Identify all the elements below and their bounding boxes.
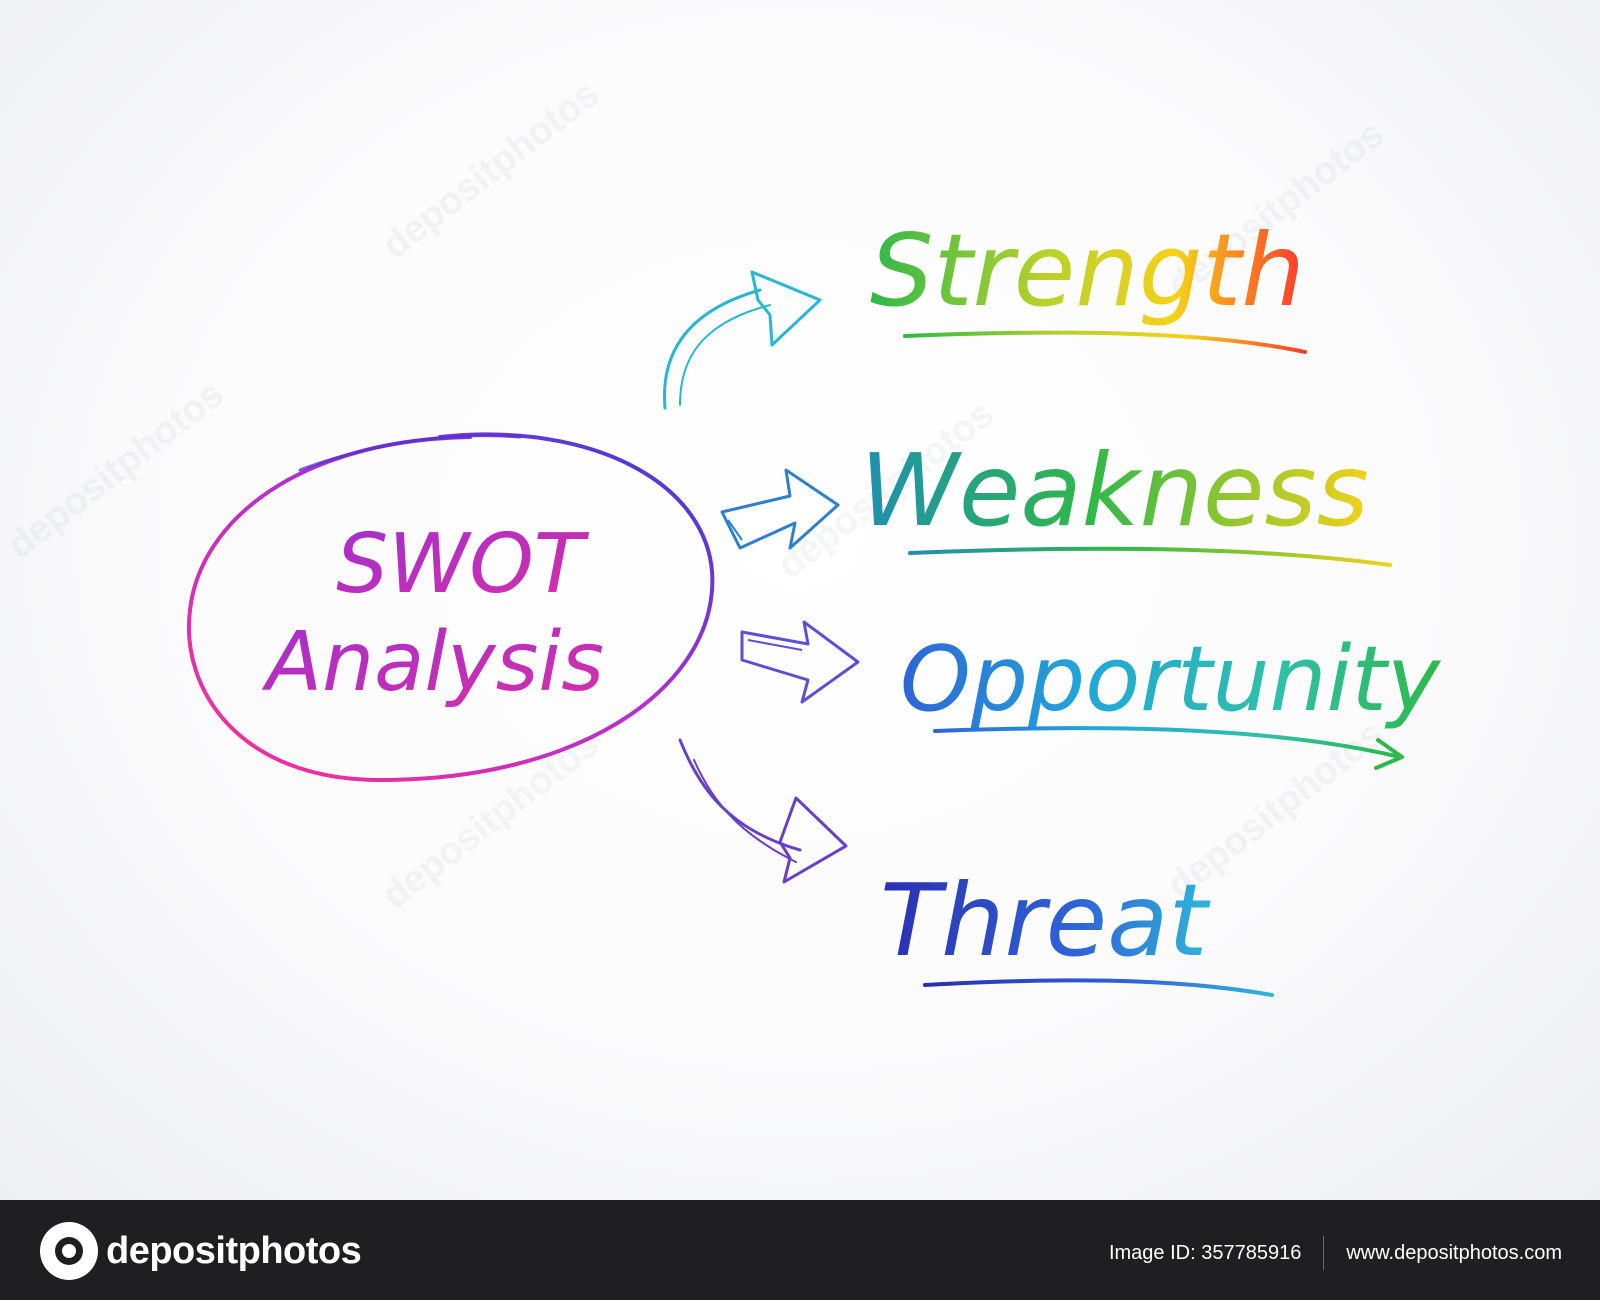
diagram-canvas: depositphotos depositphotos depositphoto… xyxy=(0,0,1600,1200)
center-title-swot: SWOT xyxy=(336,517,590,612)
underline-threat xyxy=(923,978,1274,997)
underline-strength xyxy=(903,330,1307,354)
underline-opportunity xyxy=(933,726,1402,759)
branch-threat: Threat xyxy=(880,862,1274,997)
watermark-text: depositphotos xyxy=(375,73,607,267)
swot-mind-map: depositphotos depositphotos depositphoto… xyxy=(0,73,1442,997)
center-title-analysis: Analysis xyxy=(261,615,604,710)
watermark-text: depositphotos xyxy=(375,723,607,917)
underline-weakness xyxy=(908,546,1392,567)
branch-label-strength: Strength xyxy=(870,212,1305,329)
footer-info: Image ID: 357785916 www.depositphotos.co… xyxy=(1109,1236,1562,1270)
branch-weakness: Weakness xyxy=(860,432,1392,567)
watermark-text: depositphotos xyxy=(0,373,232,567)
center-node: SWOT Analysis xyxy=(187,432,715,783)
center-ellipse xyxy=(187,432,715,783)
branch-label-weakness: Weakness xyxy=(860,432,1369,549)
center-ellipse-overstroke xyxy=(298,434,522,472)
footer-divider xyxy=(1323,1236,1325,1270)
arrow-to-weakness xyxy=(720,468,840,550)
branch-strength: Strength xyxy=(870,212,1307,354)
brand-logo[interactable]: depositphotos xyxy=(40,1222,362,1280)
branch-label-threat: Threat xyxy=(880,862,1211,979)
image-id: Image ID: 357785916 xyxy=(1108,1241,1302,1264)
branch-label-opportunity: Opportunity xyxy=(900,627,1442,732)
footer-bar: depositphotos Image ID: 357785916 www.de… xyxy=(0,1200,1600,1300)
arrow-to-opportunity xyxy=(740,620,860,704)
arrow-to-threat xyxy=(678,738,848,884)
arrow-to-strength xyxy=(662,270,822,410)
underline-opportunity-arrowhead xyxy=(1374,738,1404,770)
brand-name: depositphotos xyxy=(106,1229,362,1272)
branch-opportunity: Opportunity xyxy=(900,627,1442,770)
camera-icon xyxy=(40,1222,98,1280)
site-url[interactable]: www.depositphotos.com xyxy=(1346,1241,1562,1264)
